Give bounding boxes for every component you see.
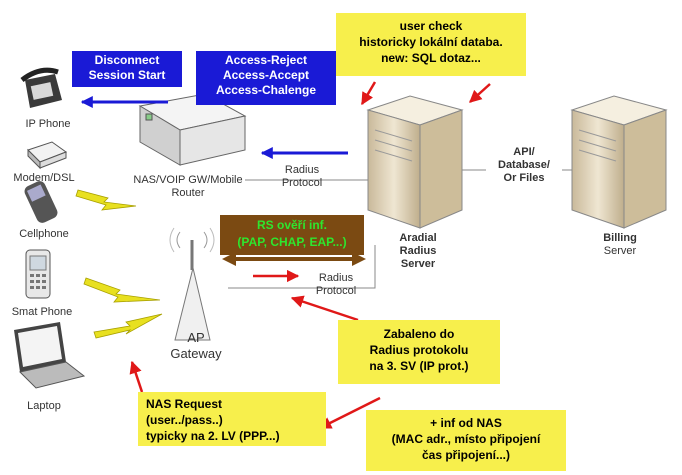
label-cellphone: Cellphone bbox=[19, 228, 69, 240]
label-smartphone: Smat Phone bbox=[11, 306, 73, 318]
billing-server-icon bbox=[570, 95, 668, 229]
label-ap-gateway: AP Gateway bbox=[166, 330, 226, 362]
modem-icon bbox=[27, 141, 68, 170]
link-ap-radius bbox=[228, 245, 376, 289]
callout-access: Access-Reject Access-Accept Access-Chale… bbox=[196, 51, 336, 105]
lightning-smartphone-icon bbox=[83, 277, 161, 303]
label-api-database: API/ Database/ Or Files bbox=[486, 146, 562, 185]
callout-zabaleno: Zabaleno do Radius protokolu na 3. SV (I… bbox=[338, 320, 500, 384]
ip-phone-icon bbox=[20, 67, 62, 108]
label-radius-protocol-top: Radius Protocol bbox=[281, 164, 323, 189]
label-radius-server: Aradial Radius Server bbox=[399, 232, 437, 270]
callout-nas-request: NAS Request (user../pass..) typicky na 2… bbox=[138, 392, 326, 446]
callout-user-check: user check historicky lokální databa. ne… bbox=[336, 13, 526, 76]
ap-antenna-icon bbox=[169, 227, 215, 341]
label-laptop: Laptop bbox=[27, 400, 61, 412]
label-router: NAS/VOIP GW/Mobile Router bbox=[133, 174, 243, 199]
brown-double-arrow bbox=[222, 252, 366, 266]
callout-inf-od-nas: + inf od NAS (MAC adr., místo připojení … bbox=[366, 410, 566, 471]
lightning-laptop-icon bbox=[93, 313, 163, 339]
red-arrow-zabaleno bbox=[290, 295, 359, 322]
label-modem: Modem/DSL bbox=[13, 172, 75, 184]
callout-rs-overi: RS ověří inf. (PAP, CHAP, EAP...) bbox=[220, 215, 364, 255]
label-billing-server: Billing Server bbox=[580, 232, 660, 258]
red-arrow-usercheck-left bbox=[360, 81, 377, 106]
smartphone-icon bbox=[25, 249, 51, 299]
label-ip-phone: IP Phone bbox=[25, 118, 71, 130]
label-gateway: Gateway bbox=[170, 346, 222, 361]
label-billing-sub: Server bbox=[603, 245, 637, 257]
red-arrow-nas-request bbox=[129, 360, 144, 393]
laptop-icon bbox=[14, 322, 86, 389]
red-arrow-usercheck-right bbox=[469, 83, 491, 103]
lightning-cellphone-icon bbox=[75, 189, 137, 211]
red-arrow-inf-nas bbox=[318, 396, 381, 430]
callout-disconnect: Disconnect Session Start bbox=[72, 51, 182, 87]
label-radius-protocol-bottom: Radius Protocol bbox=[315, 272, 357, 297]
radius-server-icon bbox=[366, 95, 464, 229]
label-billing: Billing bbox=[603, 232, 637, 244]
label-ap: AP bbox=[187, 330, 205, 345]
cellphone-icon bbox=[24, 181, 58, 223]
